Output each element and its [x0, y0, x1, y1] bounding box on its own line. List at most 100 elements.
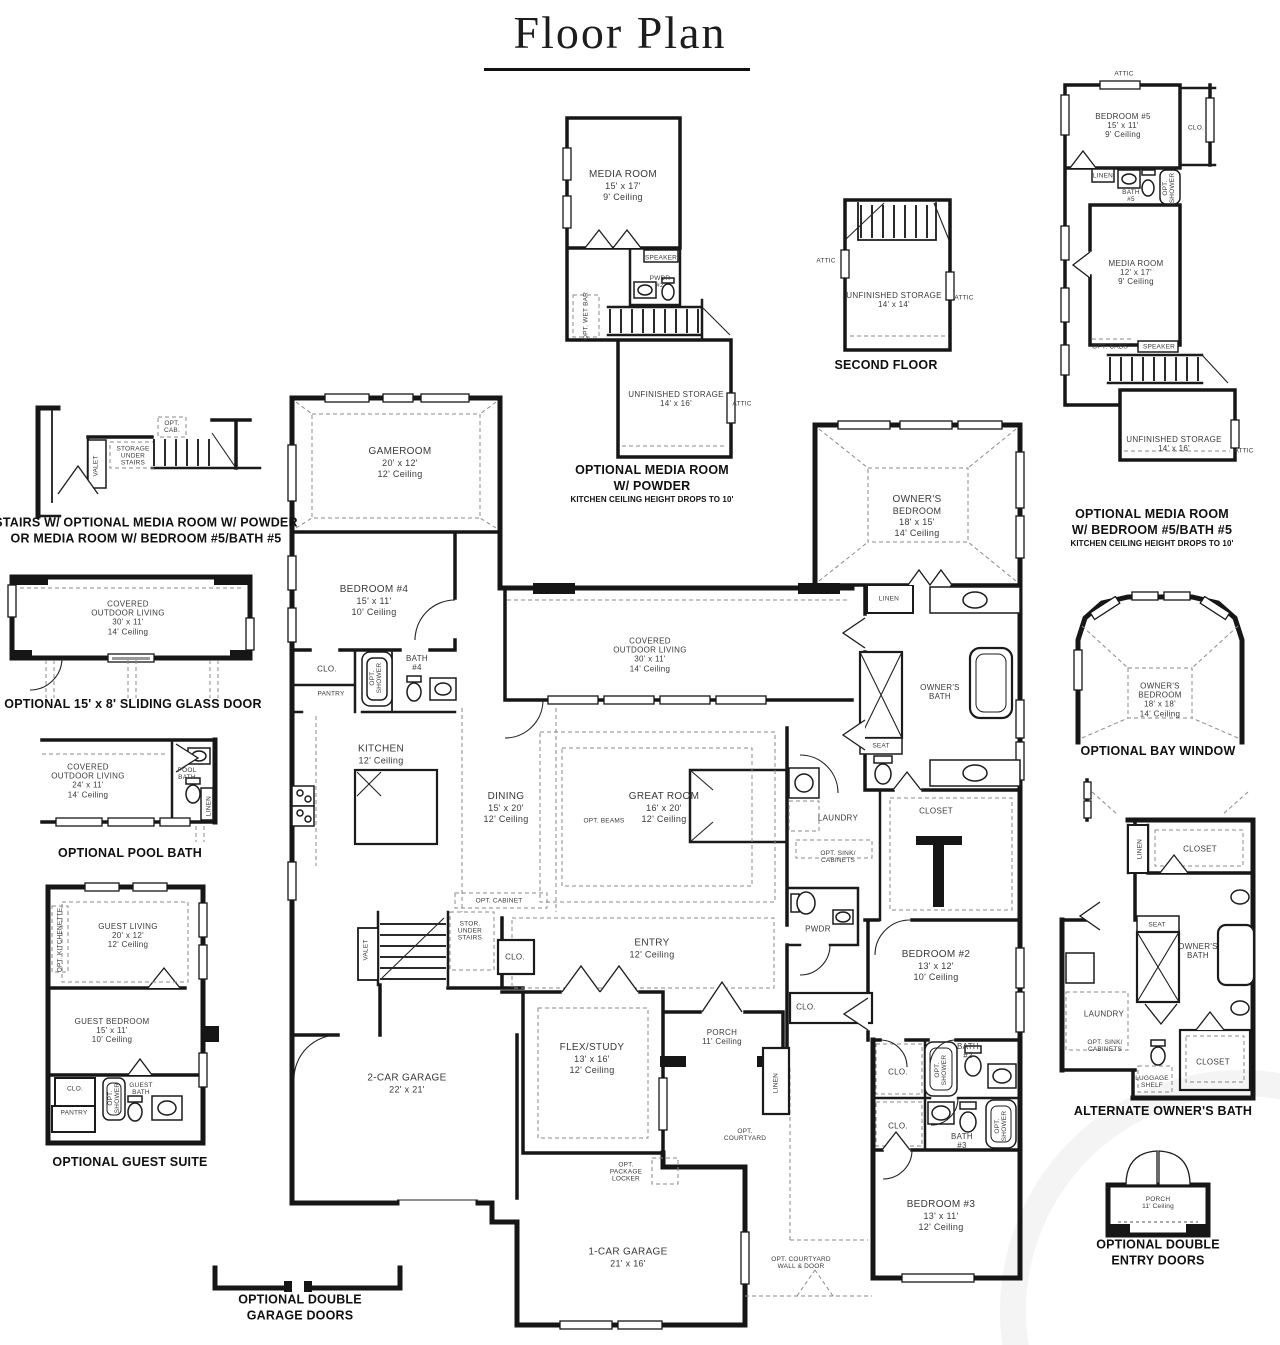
- opt-shower-bath2-label: OPT.SHOWER: [933, 1054, 948, 1086]
- attic3-right-label: ATTIC: [1234, 447, 1254, 455]
- caption-pool-bath: OPTIONAL POOL BATH: [58, 846, 202, 861]
- seat-label: SEAT: [872, 742, 890, 750]
- stairs-media-room-2: [1109, 357, 1201, 381]
- attic2-left-label: ATTIC: [816, 257, 836, 265]
- valet2-label: VALET: [92, 455, 100, 477]
- bath2-label: BATH#2: [957, 1041, 979, 1060]
- opt-kitchenette-label: OPT. KITCHENETTE: [56, 907, 64, 973]
- stairs-second-floor: [860, 205, 934, 238]
- caption-second-floor: SECOND FLOOR: [834, 358, 938, 373]
- bath4-label: BATH#4: [406, 653, 428, 672]
- attic1-label: ATTIC: [732, 400, 752, 408]
- attic3-top-label: ATTIC: [1114, 70, 1134, 78]
- closet-entry-label: CLO.: [505, 952, 525, 962]
- valet-label: VALET: [362, 939, 370, 961]
- opt-sink-cabinets-label: OPT. SINK/CABINETS: [820, 849, 856, 864]
- bath5-label: BATH#5: [1122, 188, 1140, 203]
- opt-wet-bar-label: OPT. WET BAR: [582, 291, 590, 341]
- opt-courtyard-label: OPT.COURTYARD: [723, 1127, 767, 1142]
- seat-alt-label: SEAT: [1148, 921, 1166, 929]
- opt-sink-alt-label: OPT. SINK/CABINETS: [1087, 1038, 1123, 1053]
- stairs-main: [380, 916, 446, 980]
- closet-hall-label: CLO.: [796, 1002, 816, 1012]
- laundry-label: LAUNDRY: [817, 813, 859, 823]
- opt-shower-bath3-label: OPT.SHOWER: [993, 1110, 1008, 1142]
- pwdr-label: PWDR: [805, 924, 831, 934]
- stairs-media-room-1: [609, 309, 701, 333]
- closet-bath3-label: CLO.: [888, 1121, 908, 1131]
- pantry-label: PANTRY: [317, 690, 345, 698]
- pwdr2-label: PWDR#2: [649, 274, 671, 289]
- opt-beams-label: OPT. BEAMS: [583, 817, 625, 825]
- opt-shower-bath5-label: OPT.SHOWER: [1161, 172, 1176, 204]
- closet-alt-bottom-label: CLOSET: [1196, 1057, 1230, 1067]
- bath3-label: BATH#3: [951, 1131, 973, 1150]
- stairs-option-inset: [153, 439, 210, 466]
- closet-bedroom5-label: CLO.: [1188, 124, 1204, 132]
- closet-guest-label: CLO.: [67, 1085, 83, 1093]
- speaker2-label: SPEAKER: [1142, 343, 1176, 351]
- linen-pool-label: LINEN: [205, 795, 213, 817]
- linen-hall-label: LINEN: [772, 1072, 780, 1094]
- title-underline: [484, 68, 750, 71]
- opt-cabs-label: OPT. CABS: [1092, 343, 1128, 351]
- caption-sliding-glass-door: OPTIONAL 15' x 8' SLIDING GLASS DOOR: [4, 697, 262, 712]
- linen-bedroom5-label: LINEN: [1092, 172, 1114, 180]
- linen-owners-label: LINEN: [878, 595, 900, 603]
- opt-shower-guest-label: OPT.SHOWER: [106, 1082, 121, 1114]
- closet-owners-label: CLOSET: [919, 806, 953, 816]
- linen-alt-label: LINEN: [1136, 838, 1144, 860]
- attic2-right-label: ATTIC: [954, 294, 974, 302]
- caption-guest-suite: OPTIONAL GUEST SUITE: [52, 1155, 208, 1170]
- opt-cabinet-label: OPT. CABINET: [475, 897, 523, 905]
- laundry-alt-label: LAUNDRY: [1083, 1009, 1125, 1019]
- caption-bay-window: OPTIONAL BAY WINDOW: [1080, 744, 1236, 759]
- closet-alt-top-label: CLOSET: [1183, 844, 1217, 854]
- opt-shower-bath4-label: OPT.SHOWER: [368, 662, 383, 694]
- opt-cab2-label: OPT.CAB.: [164, 419, 180, 434]
- closet-bedroom4-label: CLO.: [317, 664, 337, 674]
- speaker1-label: SPEAKER: [644, 254, 678, 262]
- pantry-guest-label: PANTRY: [60, 1109, 88, 1117]
